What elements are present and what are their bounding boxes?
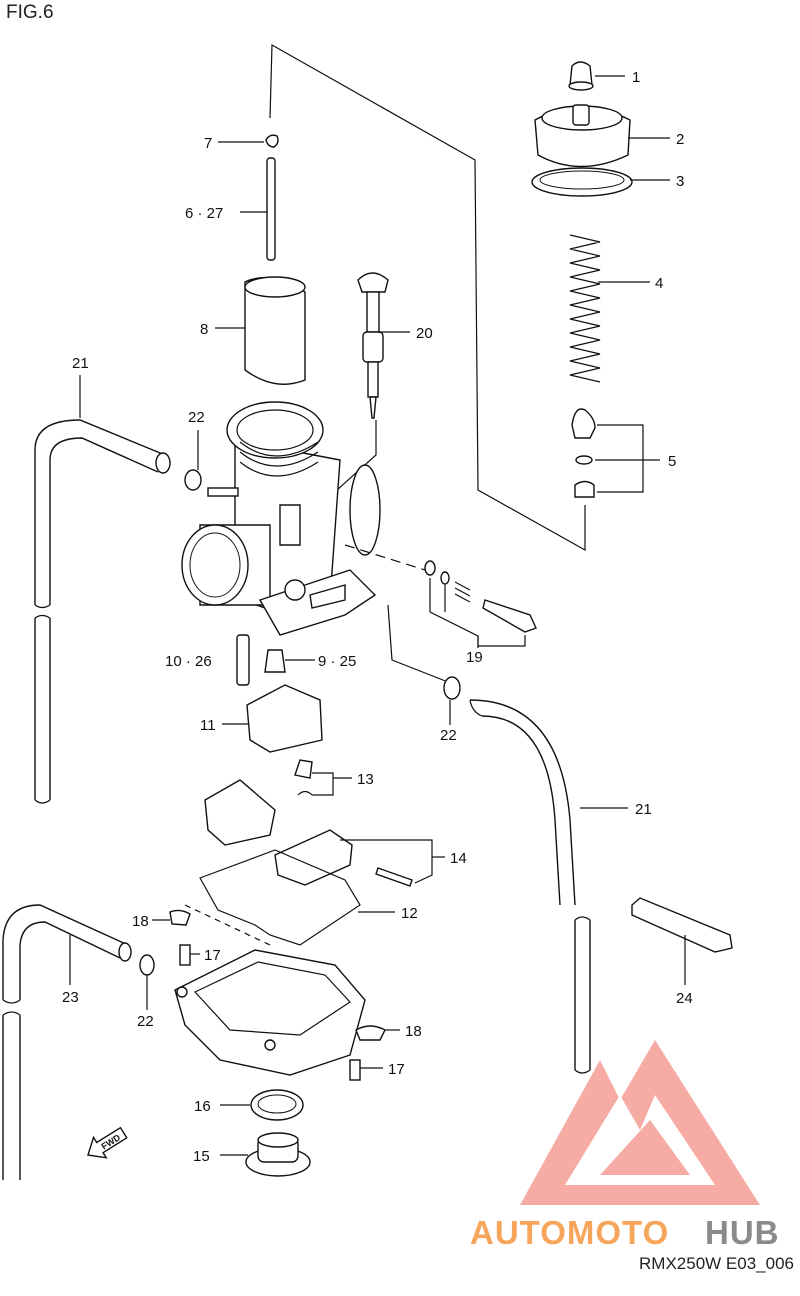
part-21-hose-left (34, 419, 171, 804)
part-5-needle-clip (571, 408, 596, 498)
figure-title: FIG.6 (6, 2, 54, 23)
part-1-cap (568, 61, 594, 91)
part-9-pilot-jet (264, 649, 286, 673)
callout-13: 13 (357, 771, 374, 788)
callout-17-right: 17 (388, 1061, 405, 1078)
callout-18-right: 18 (405, 1023, 422, 1040)
part-14-float (274, 829, 413, 887)
part-21-hose-right (469, 699, 591, 1074)
part-6-jet-needle (266, 157, 276, 261)
part-22-clamp-low (139, 954, 155, 976)
callout-12: 12 (401, 905, 418, 922)
callout-16: 16 (194, 1098, 211, 1115)
part-13-float-valve (294, 759, 313, 796)
part-8-throttle-valve (244, 276, 306, 385)
watermark-text-2: HUB (705, 1214, 780, 1251)
callout-15: 15 (193, 1148, 210, 1165)
part-17-screw-left (179, 944, 191, 966)
callout-23: 23 (62, 989, 79, 1006)
callout-14: 14 (450, 850, 467, 867)
callout-21-left: 21 (72, 355, 89, 372)
callout-2: 2 (676, 131, 684, 148)
watermark-logo (520, 1040, 760, 1205)
assembly-leader-line (269, 43, 586, 552)
callout-8: 8 (200, 321, 208, 338)
part-11-holder (246, 684, 323, 753)
callout-7: 7 (204, 135, 212, 152)
fwd-direction-arrow: FWD (87, 1126, 128, 1159)
callout-18-left: 18 (132, 913, 149, 930)
part-17-screw-right (349, 1059, 361, 1081)
part-22-clamp-mid (443, 676, 461, 700)
callout-22-mid: 22 (440, 727, 457, 744)
callout-10-26: 10 · 26 (165, 653, 212, 670)
callout-9-25: 9 · 25 (318, 653, 356, 670)
callout-4: 4 (655, 275, 663, 292)
part-12-gasket (199, 849, 361, 946)
part-10-main-jet (236, 634, 250, 686)
part-15-drain-plug (245, 1132, 311, 1177)
part-7-clip (265, 134, 279, 148)
callout-5: 5 (668, 453, 676, 470)
callout-1: 1 (632, 69, 640, 86)
part-18-bracket-left (169, 909, 191, 926)
callout-24: 24 (676, 990, 693, 1007)
callout-17-left: 17 (204, 947, 221, 964)
part-23-drain-hose (2, 904, 132, 1180)
part-20-choke-plunger (357, 272, 389, 419)
callout-11: 11 (200, 717, 216, 734)
callout-3: 3 (676, 173, 684, 190)
callout-21-right: 21 (635, 801, 652, 818)
part-4-spring (569, 234, 601, 383)
callout-22-top: 22 (188, 409, 205, 426)
callout-22-low: 22 (137, 1013, 154, 1030)
callout-20: 20 (416, 325, 433, 342)
part-22-clamp-top (184, 469, 202, 491)
callout-19: 19 (466, 649, 483, 666)
float-left (204, 779, 276, 846)
callout-6-27: 6 · 27 (185, 205, 223, 222)
carburetor-body (181, 401, 381, 636)
part-18-bracket-right (355, 1025, 386, 1041)
watermark-text-1: AUTOMOTO (470, 1214, 669, 1251)
float-bowl (174, 949, 366, 1076)
part-19-air-screw-set (424, 560, 537, 633)
drawing-code: RMX250W E03_006 (639, 1254, 794, 1273)
part-2-top-cap (534, 104, 631, 168)
part-24-strap (631, 897, 733, 953)
